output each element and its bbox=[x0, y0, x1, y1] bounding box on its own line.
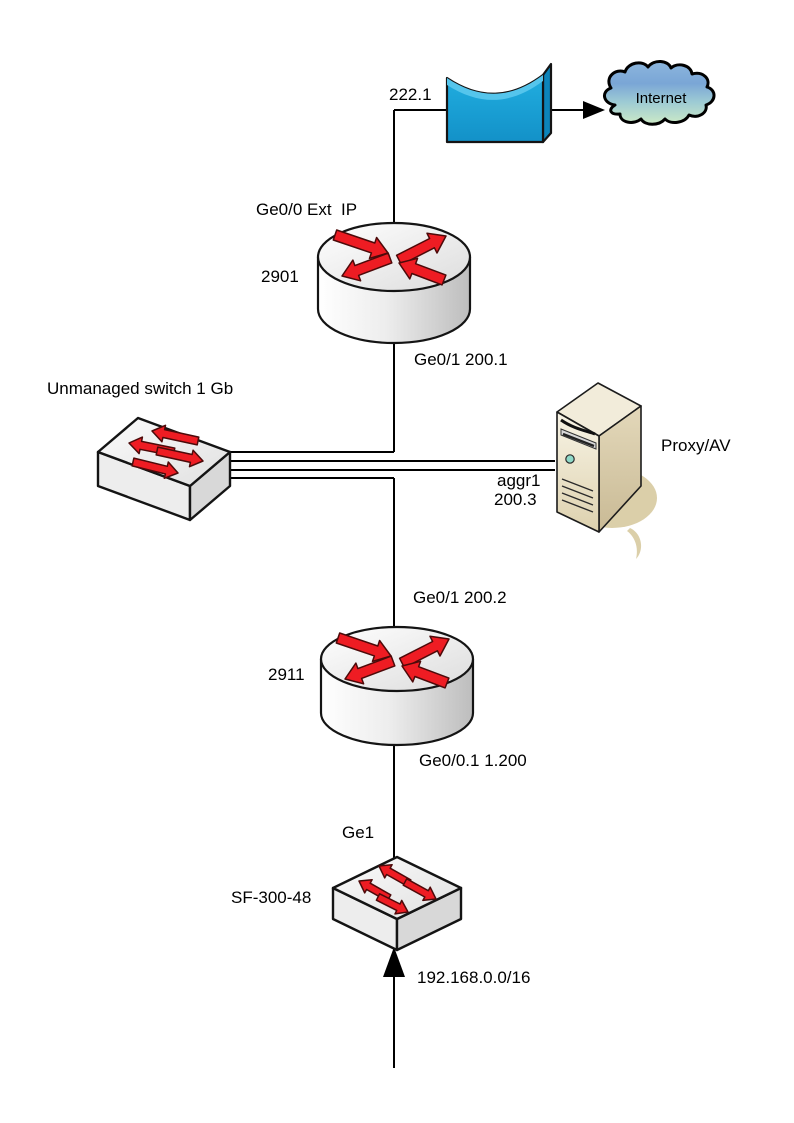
aggr-link-ip-label: 200.3 bbox=[494, 490, 537, 509]
router-2901-lan-if-label: Ge0/1 200.1 bbox=[414, 350, 508, 369]
router-2911-name: 2911 bbox=[268, 665, 305, 684]
server-led bbox=[565, 454, 575, 464]
router-2911-wan-if-label: Ge0/1 200.2 bbox=[413, 588, 507, 607]
sf-switch-name: SF-300-48 bbox=[231, 888, 312, 907]
router-2901-name: 2901 bbox=[261, 267, 299, 286]
proxy-server-icon bbox=[556, 382, 657, 559]
unmanaged-switch-icon bbox=[96, 416, 232, 522]
router-2901-wan-if-label: Ge0/0 Ext IP bbox=[256, 200, 358, 219]
lan-subnet-label: 192.168.0.0/16 bbox=[417, 968, 531, 987]
sf-switch-uplink-label: Ge1 bbox=[342, 823, 375, 842]
internet-arrowhead-icon bbox=[583, 101, 605, 119]
router-2901-icon bbox=[316, 221, 472, 345]
router-2911-lan-if-label: Ge0/0.1 1.200 bbox=[419, 751, 527, 770]
wan-ip-label: 222.1 bbox=[389, 85, 432, 104]
lan-arrowhead-icon bbox=[383, 947, 405, 977]
firewall-icon bbox=[445, 62, 553, 144]
proxy-server-label: Proxy/AV bbox=[661, 436, 731, 455]
aggr-link-name-label: aggr1 bbox=[497, 471, 541, 490]
sf-300-48-switch-icon bbox=[331, 855, 463, 952]
unmanaged-switch-label: Unmanaged switch 1 Gb bbox=[47, 379, 234, 398]
router-2911-icon bbox=[319, 625, 475, 747]
internet-cloud-icon bbox=[603, 60, 716, 126]
internet-label: Internet bbox=[635, 90, 687, 107]
